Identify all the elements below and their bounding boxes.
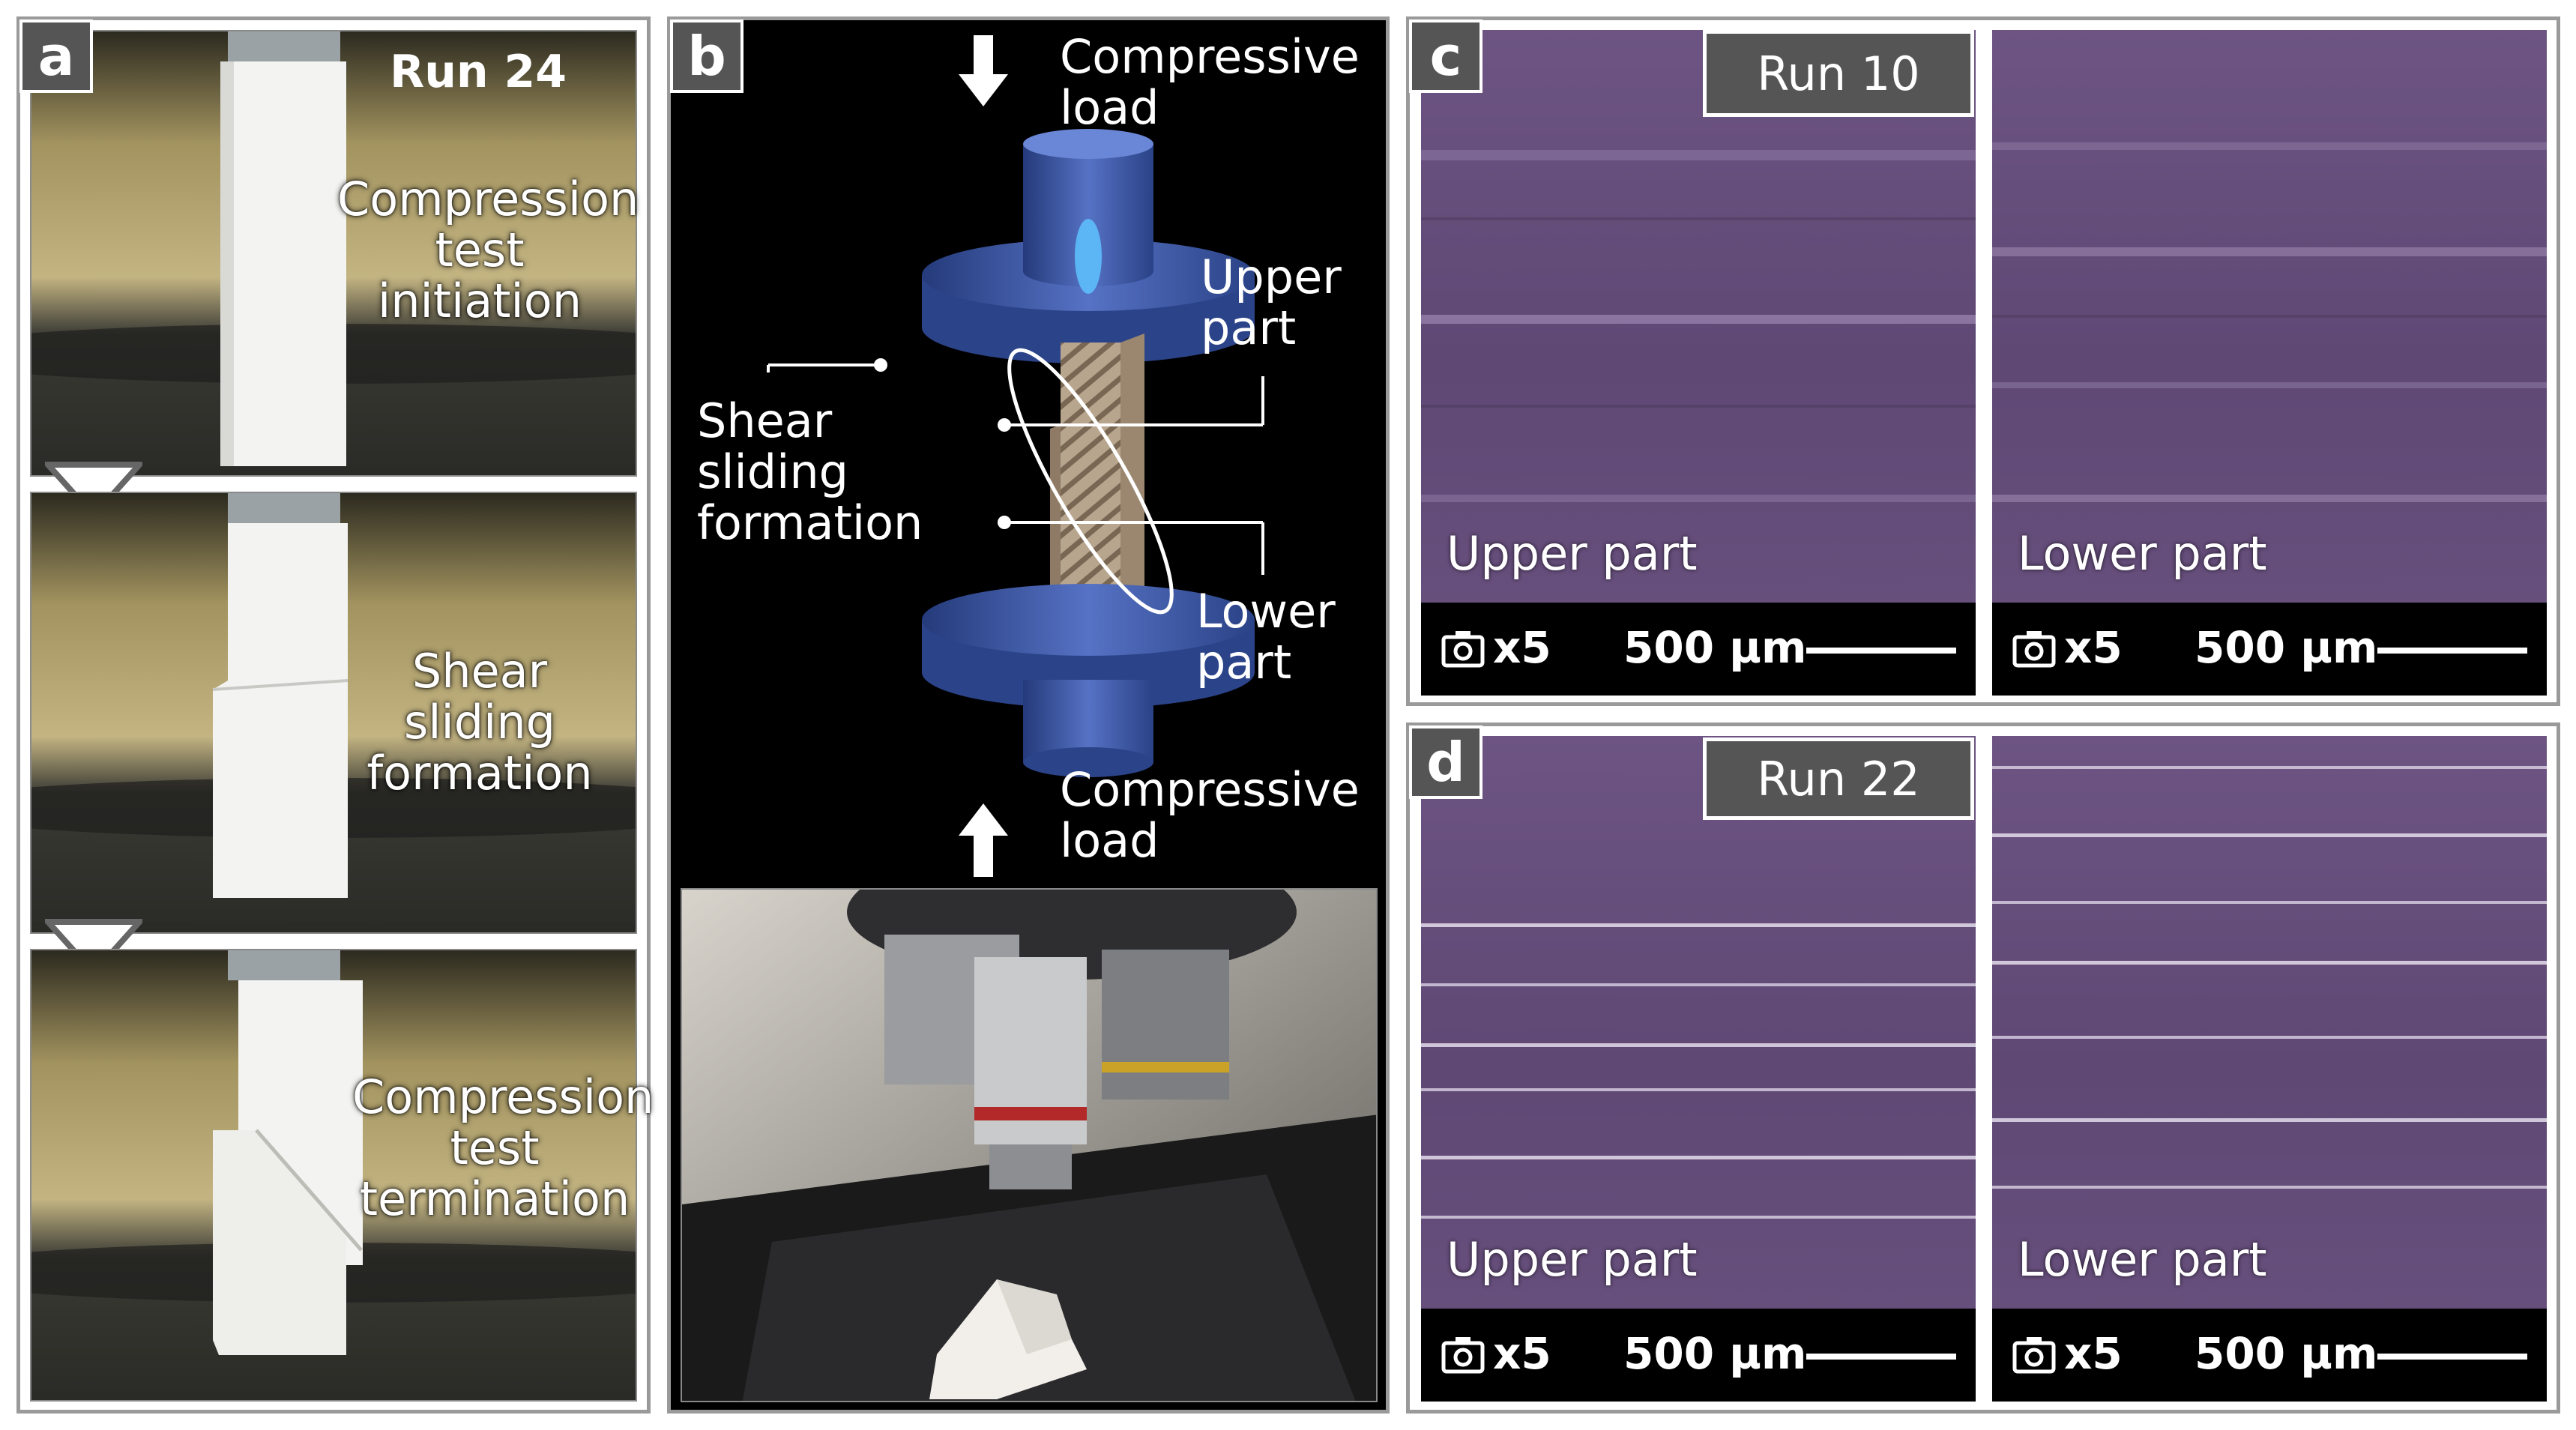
scale-line [2377,1354,2527,1360]
camera-icon [1441,631,1485,668]
scale-line [1806,648,1956,654]
scale-value: 500 µm [1623,622,1807,673]
micrograph-c-lower: Lower part x5 500 µm [1992,30,2547,696]
step-label-initiation: Compression test initiation [337,172,639,328]
step1-line2: test [435,223,525,277]
camera-icon [1441,1337,1485,1374]
scalebar-d-lower: x5 500 µm [1992,1309,2547,1402]
micrograph-d-upper: Upper part x5 500 µm [1421,736,1976,1402]
scale-value: 500 µm [1623,1328,1807,1379]
scale-value: 500 µm [2195,622,2378,673]
run-label-a: Run 24 [390,46,567,98]
step2-line1: Shear [411,644,548,699]
compression-schematic [767,35,1264,877]
micro-c-lower-label: Lower part [2018,526,2267,581]
run-label-c: Run 10 [1703,30,1974,117]
panel-c-tag: c [1409,19,1482,93]
bottom-load-label: Compressive load [1060,764,1360,866]
step1-line1: Compression [337,172,639,226]
compression-photo-initiation [30,30,637,477]
micrograph-d-lower: Lower part x5 500 µm [1992,736,2547,1402]
down-triangle-icon [45,919,142,977]
shear-line3: formation [697,495,923,550]
lower-part-line2: part [1196,635,1292,690]
magnification: x5 [1493,1328,1551,1379]
bottom-load-line2: load [1060,813,1159,868]
step-label-termination: Compression test termination [352,1070,654,1226]
micro-d-lower-label: Lower part [2018,1232,2267,1287]
top-load-label: Compressive load [1060,31,1360,133]
camera-icon [2012,1337,2056,1374]
scale-value: 500 µm [2195,1328,2378,1379]
panel-b-tag: b [670,19,743,93]
compression-photo-termination [30,949,637,1402]
lower-part-label: Lower part [1196,586,1336,688]
magnification: x5 [2064,1328,2123,1379]
bottom-load-line1: Compressive [1060,762,1360,817]
magnification: x5 [2064,622,2123,673]
step3-line3: termination [359,1171,630,1226]
step2-line2: sliding [404,695,555,749]
lower-part-line1: Lower [1196,584,1336,639]
step1-line3: initiation [377,274,582,328]
scalebar-c-upper: x5 500 µm [1421,603,1976,696]
compression-photo-shear [30,492,637,934]
micrograph-c-upper: Upper part x5 500 µm [1421,30,1976,696]
step-label-shear: Shear sliding formation [345,646,615,799]
run-label-d: Run 22 [1703,737,1974,820]
microscope-photo [681,888,1378,1402]
micro-c-upper-label: Upper part [1447,526,1698,581]
upper-part-label: Upper part [1201,252,1342,354]
shear-line1: Shear [697,393,833,448]
step3-line2: test [450,1120,540,1175]
scalebar-d-upper: x5 500 µm [1421,1309,1976,1402]
micro-d-upper-label: Upper part [1447,1232,1698,1287]
shear-line2: sliding [697,444,848,499]
upper-part-line1: Upper [1201,250,1342,304]
panel-d-tag: d [1409,725,1482,799]
shear-label: Shear sliding formation [697,396,923,549]
magnification: x5 [1493,622,1551,673]
step3-line1: Compression [352,1070,654,1124]
upper-part-line2: part [1201,301,1297,355]
step2-line3: formation [367,746,593,800]
scale-line [2377,648,2527,654]
top-load-line2: load [1060,80,1159,135]
scale-line [1806,1354,1956,1360]
top-load-line1: Compressive [1060,29,1360,84]
scalebar-c-lower: x5 500 µm [1992,603,2547,696]
camera-icon [2012,631,2056,668]
down-triangle-icon [45,462,142,520]
panel-a-tag: a [19,19,93,93]
